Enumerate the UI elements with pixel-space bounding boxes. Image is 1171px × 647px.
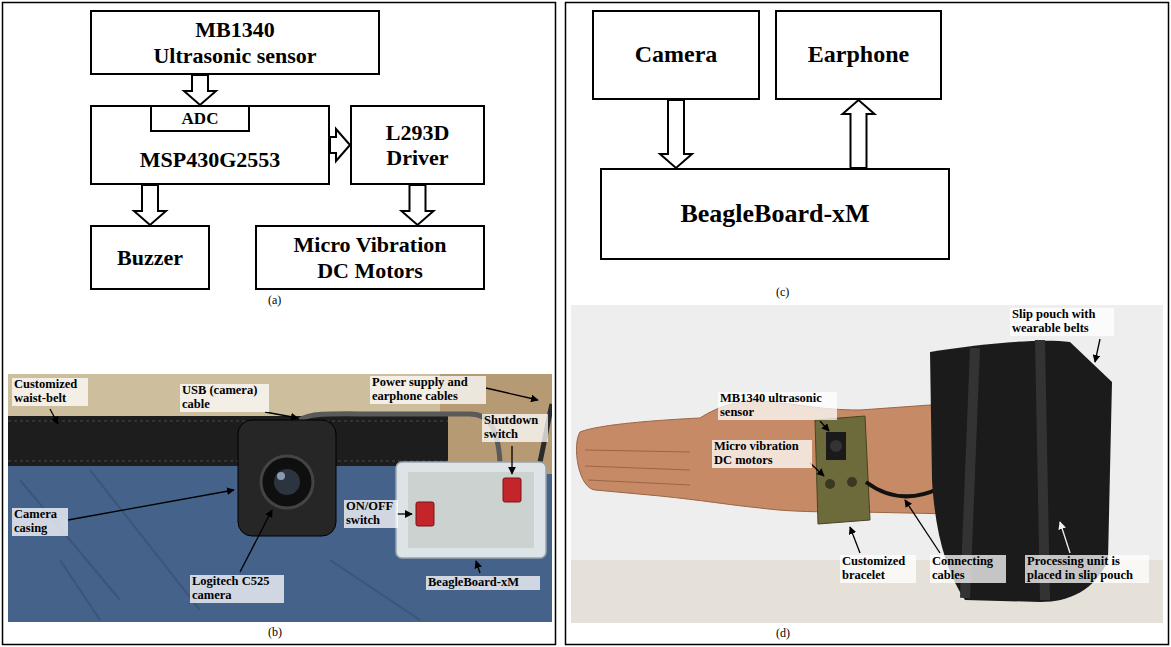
photo-annotation: Customized bracelet: [840, 555, 916, 583]
leader-line: [68, 490, 234, 520]
connecting-cable: [866, 482, 940, 496]
block-box: MSP430G2553 ADC: [90, 105, 330, 185]
block-box: Earphone: [775, 10, 942, 100]
block-label: Earphone: [808, 41, 909, 69]
jeans-texture: [20, 470, 420, 620]
photo-annotation: Connecting cables: [930, 555, 1006, 583]
photo-annotation: Slip pouch with wearable belts: [1010, 308, 1114, 336]
sensor-eye: [830, 440, 842, 452]
photo-annotation: BeagleBoard-xM: [426, 576, 540, 590]
panel-label: (a): [268, 294, 281, 307]
leader-line: [850, 527, 860, 553]
block-box: Camera: [592, 10, 760, 100]
on-off-switch: [416, 502, 434, 526]
inner-block-box: ADC: [150, 105, 250, 132]
panel-frame: [3, 3, 556, 645]
photo-annotation: Logitech C525 camera: [190, 575, 284, 603]
leader-line: [905, 500, 940, 553]
block-label: ADC: [182, 109, 219, 129]
belt-photo: [8, 374, 552, 622]
wall: [8, 374, 552, 622]
photo-annotation: USB (camera) cable: [180, 384, 269, 412]
block-arrow: [402, 185, 434, 225]
arm-photo: [571, 305, 1163, 623]
block-box: L293D Driver: [350, 105, 485, 185]
leader-line: [810, 463, 824, 476]
belt-stitching: [8, 421, 448, 461]
leader-line: [265, 412, 298, 418]
camera-lens: [261, 456, 313, 508]
photo-annotation: Power supply and earphone cables: [370, 376, 486, 404]
leader-line: [240, 510, 272, 572]
block-arrow: [134, 185, 166, 225]
panel-label: (d): [776, 627, 790, 640]
panel-frame: [566, 3, 1169, 645]
lens-highlight: [277, 472, 285, 480]
leader-line: [1060, 522, 1070, 553]
panel-label: (c): [776, 286, 789, 299]
photo-annotation: Camera casing: [12, 508, 68, 536]
block-label: MSP430G2553: [140, 147, 281, 172]
shutdown-switch: [503, 478, 521, 502]
finger-lines: [585, 450, 690, 485]
leader-line: [476, 561, 480, 573]
camera-lens-inner: [274, 469, 300, 495]
block-label: Camera: [635, 41, 718, 69]
clear-case: [396, 462, 546, 558]
block-label: L293D Driver: [368, 120, 468, 171]
leader-lines: [50, 388, 538, 573]
block-box: Buzzer: [90, 225, 210, 290]
vibration-motor: [825, 479, 835, 489]
bracelet: [815, 416, 870, 524]
block-box: Micro Vibration DC Motors: [255, 225, 485, 290]
ultrasonic-sensor: [826, 432, 846, 460]
leader-lines: [810, 339, 1100, 553]
camera-casing: [238, 420, 336, 536]
photo-annotation: ON/OFF switch: [344, 500, 398, 528]
block-box: BeagleBoard-xM: [600, 168, 950, 260]
photo-annotation: Shutdown switch: [482, 414, 548, 442]
block-arrow: [330, 129, 350, 161]
block-label: Micro Vibration DC Motors: [285, 232, 455, 283]
leader-line: [486, 388, 538, 400]
leader-line: [50, 409, 58, 424]
photo-annotation: Micro vibration DC motors: [712, 440, 812, 468]
leader-line: [511, 446, 512, 474]
block-arrow: [660, 100, 692, 168]
photo-annotation: MB1340 ultrasonic sensor: [718, 392, 837, 420]
vibration-motor: [847, 477, 857, 487]
leader-line: [1095, 339, 1100, 362]
block-box: MB1340 Ultrasonic sensor: [90, 10, 380, 75]
block-label: MB1340 Ultrasonic sensor: [149, 17, 321, 68]
block-label: Buzzer: [117, 245, 183, 270]
board: [408, 472, 534, 548]
leader-line: [820, 421, 829, 431]
waist-belt: [8, 416, 448, 466]
block-label: BeagleBoard-xM: [680, 199, 869, 229]
leader-line: [397, 513, 412, 514]
block-arrow: [843, 100, 875, 168]
photo-annotation: Customized waist-belt: [12, 378, 88, 406]
panel-label: (b): [268, 626, 282, 639]
block-arrow: [184, 75, 216, 105]
wall: [571, 305, 1163, 623]
photo-annotation: Processing unit is placed in slip pouch: [1025, 555, 1149, 583]
